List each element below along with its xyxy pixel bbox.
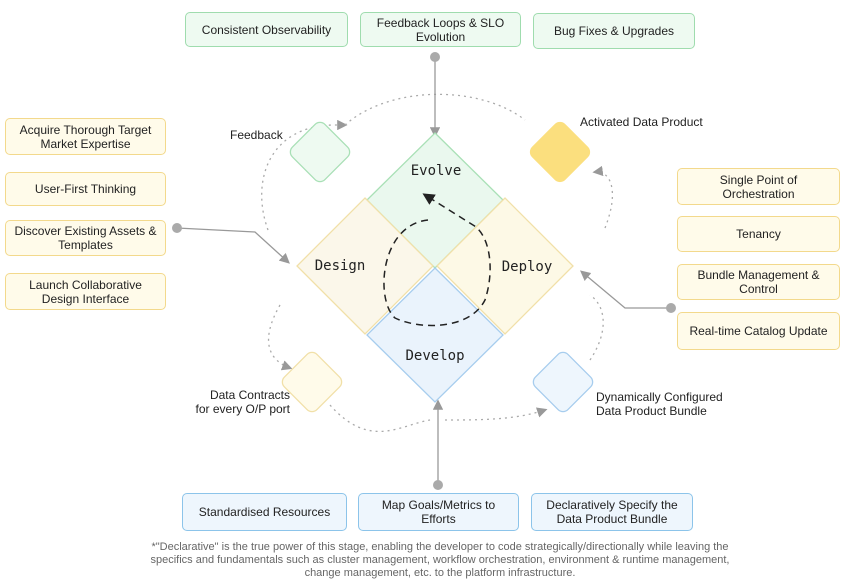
bundle-diamond	[532, 351, 594, 413]
cycle-arrow	[383, 193, 491, 327]
right-box: Single Point of Orchestration	[677, 168, 840, 205]
feedback-label: Feedback	[230, 128, 283, 142]
left-box: Acquire Thorough Target Market Expertise	[5, 118, 166, 155]
left-box: User-First Thinking	[5, 172, 166, 206]
footnote: *"Declarative" is the true power of this…	[150, 541, 730, 579]
right-box: Real-time Catalog Update	[677, 312, 840, 350]
contracts-label-line2: for every O/P port	[195, 402, 290, 416]
top-box: Feedback Loops & SLO Evolution	[360, 12, 521, 47]
left-box: Discover Existing Assets & Templates	[5, 220, 166, 256]
connectors	[176, 57, 671, 485]
stage-design: Design	[314, 258, 366, 274]
connector-dots	[172, 52, 676, 490]
bundle-label-line1: Dynamically Configured	[596, 390, 723, 404]
stage-deploy: Deploy	[501, 259, 553, 275]
diamond-develop	[366, 267, 504, 403]
feedback-diamond	[289, 121, 351, 183]
stage-evolve: Evolve	[410, 163, 462, 179]
stage-develop: Develop	[405, 348, 465, 364]
diamond-deploy	[436, 197, 574, 335]
bottom-box: Standardised Resources	[182, 493, 347, 531]
diamond-design	[296, 197, 434, 335]
bottom-box: Declaratively Specify the Data Product B…	[531, 493, 693, 531]
contracts-label-line1: Data Contracts	[209, 388, 290, 402]
right-box: Tenancy	[677, 216, 840, 252]
top-box: Bug Fixes & Upgrades	[533, 13, 695, 49]
right-box: Bundle Management & Control	[677, 264, 840, 300]
contracts-diamond	[281, 351, 343, 413]
bundle-label-line2: Data Product Bundle	[596, 404, 707, 418]
bottom-box: Map Goals/Metrics to Efforts	[358, 493, 519, 531]
top-box: Consistent Observability	[185, 12, 348, 47]
contracts-label: Data Contracts for every O/P port	[186, 388, 290, 416]
bundle-label: Dynamically Configured Data Product Bund…	[596, 390, 723, 418]
activated-label: Activated Data Product	[580, 115, 703, 129]
left-box: Launch Collaborative Design Interface	[5, 273, 166, 310]
activated-diamond	[529, 121, 591, 183]
